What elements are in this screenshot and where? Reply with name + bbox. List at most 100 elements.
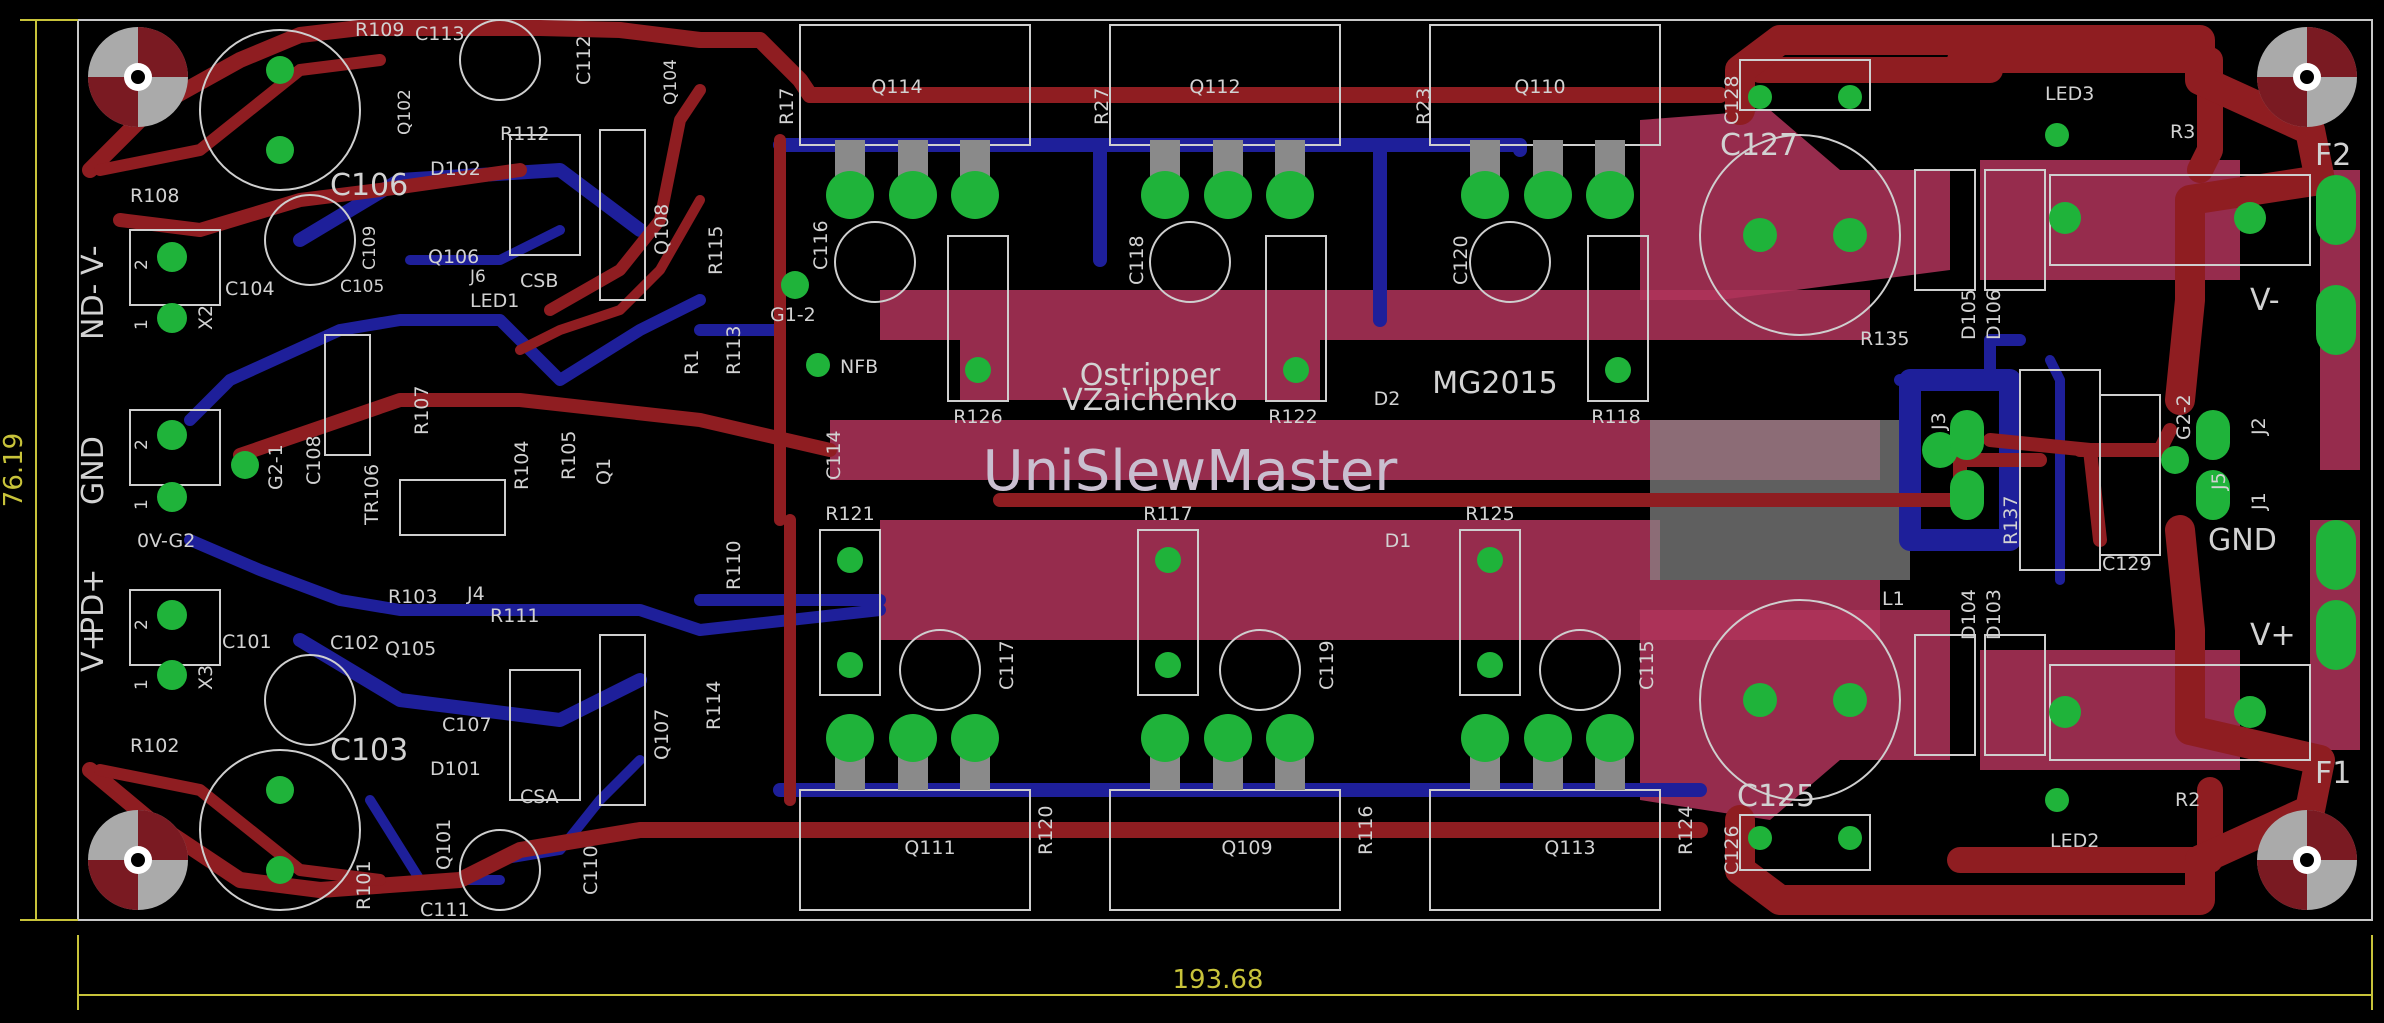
component-label: R113 <box>723 326 745 375</box>
year-tag: MG2015 <box>1432 366 1557 401</box>
component-label: X3 <box>195 665 217 690</box>
component-label: R105 <box>558 431 580 480</box>
component-label: 1 <box>132 499 152 510</box>
right-section-labels: C127 C128 LED3 R3 D105 D106 R135 J3 L1 R… <box>1720 75 2351 875</box>
label-c115: C115 <box>1636 640 1658 690</box>
component-label: V- <box>2250 283 2280 318</box>
component-label: Q102 <box>395 89 415 135</box>
left-section-labels: R109 C113 C112 Q102 R112 D102 C106 C109 … <box>130 19 878 921</box>
label-c120: C120 <box>1450 235 1472 285</box>
author-line-1: Ostripper <box>1080 358 1221 393</box>
component-label: Q1 <box>593 458 615 485</box>
component-label: 1 <box>132 319 152 330</box>
component-label: F1 <box>2315 756 2351 791</box>
component-label: 2 <box>132 439 152 450</box>
label-r126: R126 <box>953 406 1002 428</box>
author-line-2: VZaichenko <box>1062 383 1237 418</box>
component-label: R101 <box>353 861 375 910</box>
component-label: GND <box>76 436 111 505</box>
component-label: C107 <box>442 714 492 736</box>
label-r17: R17 <box>776 88 798 125</box>
terminal-x2: ND- V- X2 1 2 <box>76 245 217 340</box>
component-label: C126 <box>1721 825 1743 875</box>
board-outline <box>77 19 2373 921</box>
component-label: C112 <box>573 35 595 85</box>
component-label: R2 <box>2175 789 2200 811</box>
component-label: Q101 <box>433 819 455 870</box>
label-c117: C117 <box>996 640 1018 690</box>
component-label: G2-2 <box>2173 394 2195 440</box>
component-label: F2 <box>2315 138 2351 173</box>
component-label: G1-2 <box>770 304 816 326</box>
component-label: LED2 <box>2050 830 2099 852</box>
label-r125: R125 <box>1465 503 1514 525</box>
label-r124: R124 <box>1675 806 1697 855</box>
label-q114: Q114 <box>871 76 922 98</box>
label-r122: R122 <box>1268 406 1317 428</box>
component-label: CSA <box>520 786 559 808</box>
component-label: LED3 <box>2045 83 2094 105</box>
label-d1: D1 <box>1385 530 1412 552</box>
label-r23: R23 <box>1413 88 1435 125</box>
component-label: J2 <box>2248 417 2270 436</box>
component-label: TR106 <box>361 464 383 526</box>
component-label: D103 <box>1983 589 2005 640</box>
component-label: C127 <box>1720 128 1798 163</box>
component-label: J6 <box>469 267 486 287</box>
label-q109: Q109 <box>1221 837 1272 859</box>
component-label: Q108 <box>651 204 673 255</box>
component-label: D105 <box>1958 289 1980 340</box>
component-label: R107 <box>411 386 433 435</box>
component-label: ND- <box>76 284 111 340</box>
component-label: C110 <box>580 845 602 895</box>
component-label: PD+ <box>76 569 111 635</box>
component-label: J5 <box>2208 472 2230 491</box>
dimension-lines <box>20 19 2373 1010</box>
component-label: V+ <box>76 626 111 672</box>
component-label: C128 <box>1721 75 1743 125</box>
component-label: G2-1 <box>265 444 287 490</box>
label-q113: Q113 <box>1544 837 1595 859</box>
component-label: C103 <box>330 733 408 768</box>
component-label: Q106 <box>428 246 479 268</box>
dimension-height: 76.19 <box>0 433 29 507</box>
component-label: C108 <box>303 435 325 485</box>
component-label: L1 <box>1882 588 1905 610</box>
component-label: C104 <box>225 278 275 300</box>
label-q110: Q110 <box>1514 76 1565 98</box>
component-label: GND <box>2208 523 2277 558</box>
component-label: 2 <box>132 259 152 270</box>
component-label: V+ <box>2250 618 2296 653</box>
mounting-holes <box>88 27 2357 910</box>
component-label: C101 <box>222 631 272 653</box>
component-label: R104 <box>511 441 533 490</box>
component-label: R110 <box>723 541 745 590</box>
component-label: R109 <box>355 19 404 41</box>
component-label: C102 <box>330 632 380 654</box>
component-label: R112 <box>500 123 549 145</box>
label-c119: C119 <box>1316 640 1338 690</box>
component-label: LED1 <box>470 290 519 312</box>
component-label: C111 <box>420 899 470 921</box>
component-label: Q107 <box>651 709 673 760</box>
label-c116: C116 <box>810 220 832 270</box>
component-label: D101 <box>430 758 481 780</box>
label-q111: Q111 <box>904 837 955 859</box>
mosfet-pads <box>157 56 2356 884</box>
component-label: X2 <box>195 305 217 330</box>
component-label: J1 <box>2248 492 2270 511</box>
label-r116: R116 <box>1355 806 1377 855</box>
component-label: R111 <box>490 605 539 627</box>
component-label: C113 <box>415 23 465 45</box>
label-q112: Q112 <box>1189 76 1240 98</box>
terminal-x3: V+ PD+ X3 1 2 <box>76 569 217 690</box>
component-label: R103 <box>388 586 437 608</box>
component-label: 2 <box>132 619 152 630</box>
component-label: D104 <box>1958 589 1980 640</box>
component-label: R3 <box>2170 121 2195 143</box>
component-label: R115 <box>705 226 727 275</box>
terminal-g2: GND 0V-G2 1 2 <box>76 436 195 552</box>
component-label: R108 <box>130 185 179 207</box>
component-label: C125 <box>1737 779 1815 814</box>
component-label: C114 <box>823 430 845 480</box>
